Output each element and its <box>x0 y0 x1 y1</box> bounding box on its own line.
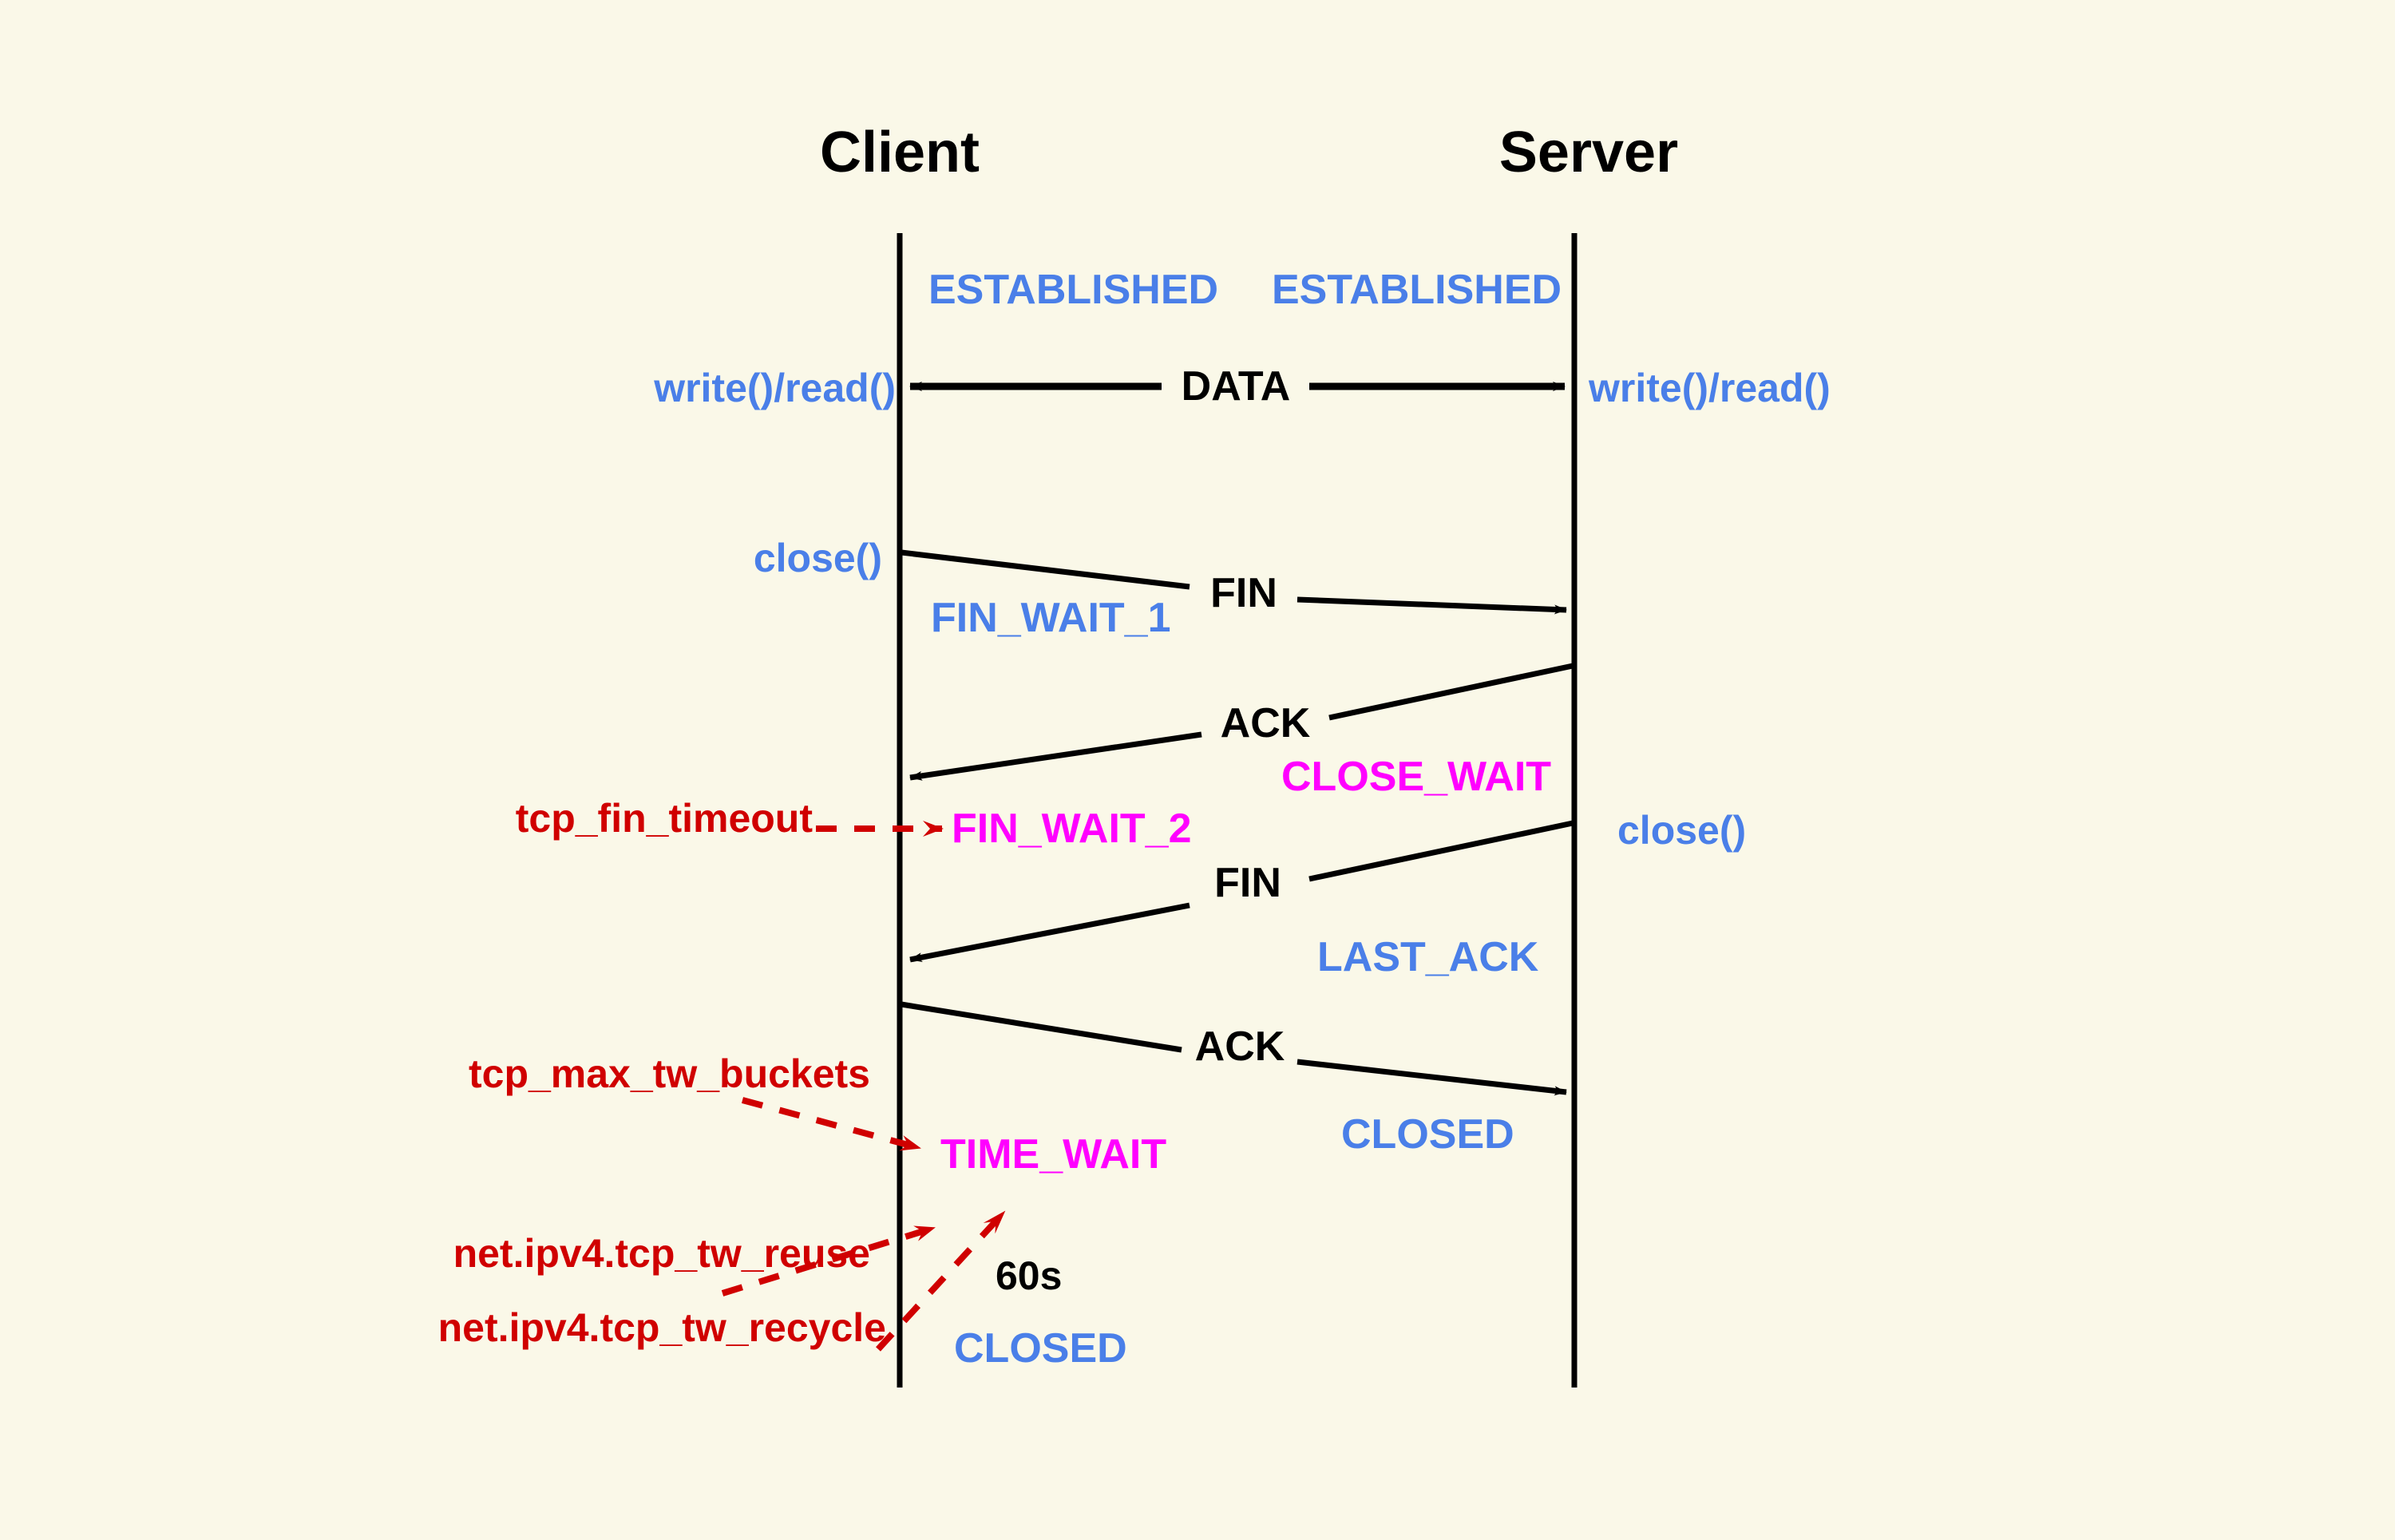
state-server-established: ESTABLISHED <box>1272 267 1562 313</box>
tcp-tw-recycle-arrow <box>876 1209 1007 1352</box>
tcp-max-tw-buckets-arrow <box>741 1097 921 1151</box>
message-label-fin-1: FIN <box>1210 570 1277 616</box>
fin2-arrow-seg2 <box>909 902 1190 963</box>
fin1-arrow-seg2 <box>1296 596 1567 615</box>
state-client-closed: CLOSED <box>954 1325 1127 1372</box>
annotation-tcp-tw-recycle: net.ipv4.tcp_tw_recycle <box>437 1305 886 1350</box>
fin1-arrow-seg1 <box>901 549 1190 590</box>
state-server-last-ack: LAST_ACK <box>1317 934 1539 980</box>
duration-time-wait: 60s <box>996 1253 1063 1298</box>
state-client-established: ESTABLISHED <box>928 267 1219 313</box>
state-client-fin-wait-2: FIN_WAIT_2 <box>952 806 1192 852</box>
fin2-arrow-seg1 <box>1308 820 1574 882</box>
state-client-time-wait: TIME_WAIT <box>940 1131 1167 1178</box>
annotation-tcp-max-tw-buckets: tcp_max_tw_buckets <box>468 1051 870 1096</box>
api-server-close: close() <box>1617 808 1747 853</box>
state-server-closed: CLOSED <box>1341 1111 1514 1158</box>
annotation-tcp-tw-reuse: net.ipv4.tcp_tw_reuse <box>453 1231 870 1276</box>
message-label-ack-2: ACK <box>1194 1023 1285 1070</box>
actor-title-server: Server <box>1498 121 1679 184</box>
actor-title-client: Client <box>819 121 980 184</box>
api-client-close: close() <box>753 536 882 580</box>
ack2-arrow-seg2 <box>1296 1059 1567 1096</box>
api-client-write-read: write()/read() <box>654 366 896 410</box>
annotation-tcp-fin-timeout: tcp_fin_timeout <box>515 796 813 841</box>
state-server-close-wait: CLOSE_WAIT <box>1281 754 1552 800</box>
ack1-arrow-seg2 <box>909 731 1202 781</box>
api-server-write-read: write()/read() <box>1589 366 1831 410</box>
ack2-arrow-seg1 <box>901 1001 1182 1053</box>
message-label-data: DATA <box>1181 363 1291 410</box>
state-client-fin-wait-1: FIN_WAIT_1 <box>931 595 1171 641</box>
message-label-fin-2: FIN <box>1214 860 1281 906</box>
message-label-ack-1: ACK <box>1220 700 1311 746</box>
ack1-arrow-seg1 <box>1328 663 1574 721</box>
